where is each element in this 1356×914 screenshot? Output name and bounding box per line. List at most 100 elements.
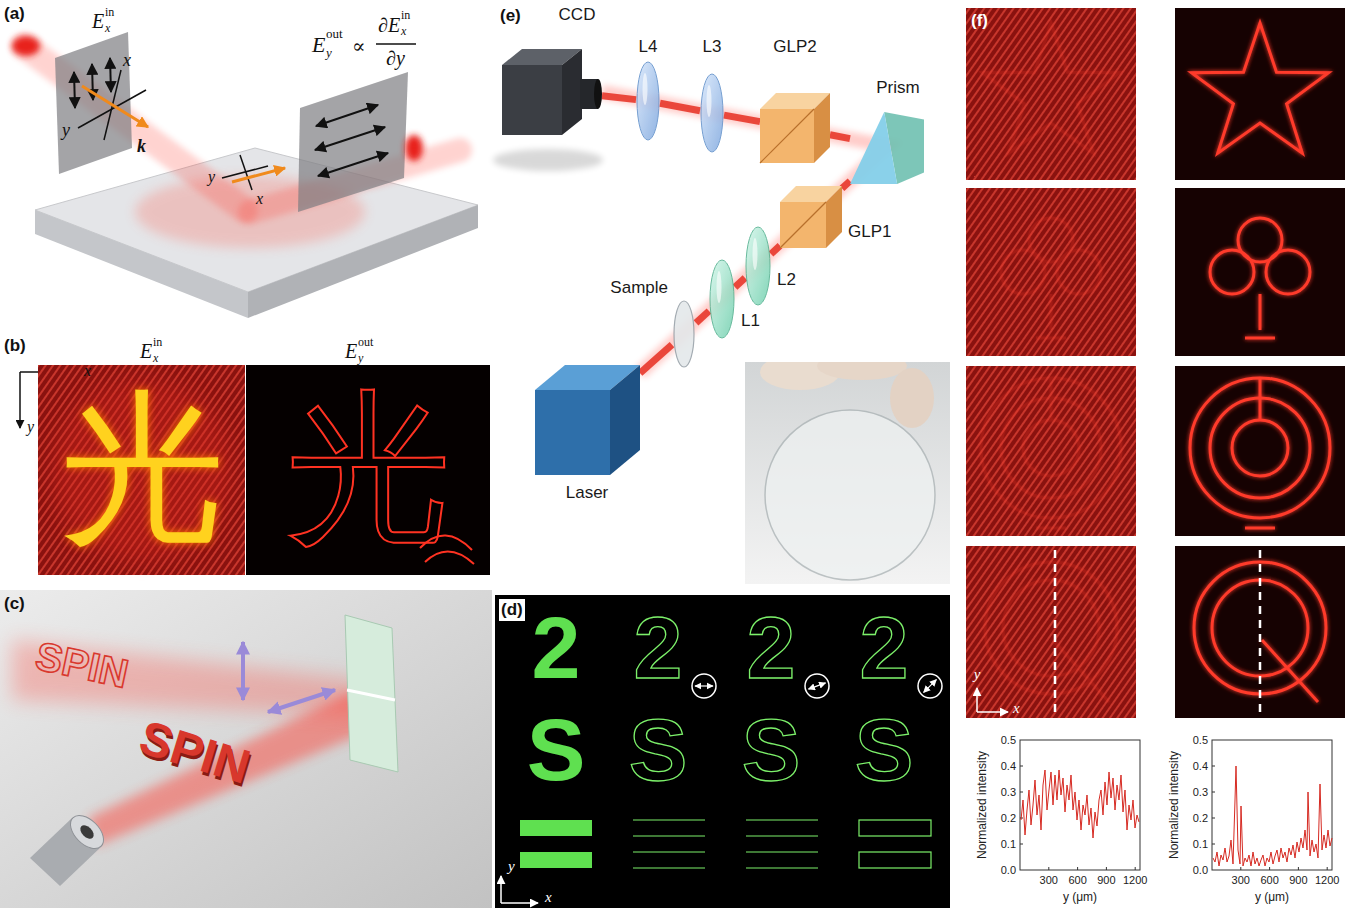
laser-tube [64, 809, 109, 854]
component-label: L3 [703, 37, 722, 57]
component-label: GLP1 [848, 222, 891, 242]
component-shape [502, 35, 602, 145]
laser-beam [771, 246, 780, 254]
tick-label: 0.2 [1001, 812, 1016, 824]
bar-pattern [520, 820, 592, 836]
polarization-arrow [241, 642, 245, 700]
laser-beam [842, 181, 850, 188]
bar-edges [859, 820, 931, 836]
proportional-sign-box: ∝ [352, 34, 366, 58]
bar-edges [746, 851, 818, 852]
digit-edge-pattern: S [629, 699, 688, 801]
tick-label: 0.1 [1193, 838, 1208, 850]
digit-edge-pattern: S [742, 699, 801, 801]
field-symbol-box: ∂E [378, 14, 400, 37]
axis-line [222, 166, 268, 178]
polarization-arrow [74, 72, 75, 108]
axis-label-box: y [208, 168, 215, 186]
edge-shapes [1192, 23, 1329, 153]
axis-title: y (μm) [1063, 890, 1097, 904]
panel-a-illustration [12, 32, 478, 318]
field-symbol: E [312, 32, 325, 58]
polarizer-cube [826, 186, 842, 248]
tick-label: 600 [1068, 874, 1086, 886]
tick-label: 0.4 [1001, 760, 1016, 772]
optical-component: GLP2 [760, 93, 830, 163]
axis-label-box: y [27, 418, 34, 436]
tick-label: 300 [1040, 874, 1058, 886]
tick-label: 0.0 [1193, 864, 1208, 876]
superscript: out [358, 335, 373, 350]
digit-edge-pattern: S [855, 699, 914, 801]
axis-title: Normalized intensity [975, 751, 989, 859]
tick-label: 1200 [1315, 874, 1339, 886]
digit-edge-pattern: 2 [860, 597, 909, 699]
laser-beam [660, 103, 700, 111]
polarizer-cube [780, 202, 826, 248]
sample-plate [345, 615, 398, 772]
tick-label: 0.2 [1193, 812, 1208, 824]
subscript: x [153, 351, 158, 366]
digit-pattern: 2 [532, 597, 581, 699]
optical-component: Laser [535, 365, 640, 475]
panel-e-illustration [493, 92, 950, 584]
tick-label-box: 0.3 [1001, 786, 1016, 798]
axis-arrow [19, 372, 21, 428]
component-label-box: CCD [559, 5, 596, 25]
polarization-arrow [110, 58, 111, 92]
tick-label-box: 300 [1040, 874, 1058, 886]
axis-label: y [27, 418, 34, 436]
tick-label: 0.4 [1193, 760, 1208, 772]
tick-label: 1200 [1123, 874, 1147, 886]
laser-body [535, 390, 610, 475]
intensity-profile [1213, 766, 1332, 866]
tick-label-box: 0.5 [1001, 734, 1016, 746]
axis-label: y [208, 168, 215, 186]
optical-component: L3 [700, 73, 724, 153]
image-ground [495, 595, 950, 908]
axis-title: y (μm) [1255, 890, 1289, 904]
tick-label-box: 900 [1289, 874, 1307, 886]
lens [701, 74, 723, 152]
field-symbol-box: E [345, 340, 357, 363]
component-label: L2 [777, 270, 796, 290]
laser-beam [830, 135, 850, 139]
panel-label: (f) [971, 11, 988, 31]
edge-shapes [1259, 294, 1262, 330]
tick-label-box: 0.0 [1001, 864, 1016, 876]
edge-image [1175, 546, 1345, 718]
axis-line [78, 90, 146, 128]
component-label: L4 [639, 37, 658, 57]
component-shape [780, 186, 842, 248]
panel-f-illustration [966, 8, 1345, 870]
axis-label: x [84, 362, 91, 380]
field-symbol: ∂y [386, 47, 405, 70]
tick-label: 0.3 [1193, 786, 1208, 798]
tick-label-box: 0.3 [1193, 786, 1208, 798]
axis-arrow [501, 902, 538, 904]
edge-shapes [1259, 378, 1262, 420]
input-image [966, 188, 1136, 356]
digit-edge-pattern-box: S [742, 699, 801, 801]
dial-arrow [809, 683, 826, 689]
component-label: Sample [610, 278, 668, 298]
component-label: Prism [876, 78, 919, 98]
polarizer-cube [814, 93, 830, 163]
wave-vector-arrow [232, 168, 285, 182]
superscript-box: out [358, 335, 373, 350]
panel-label: (d) [501, 600, 523, 620]
axis-label-box: x [545, 889, 552, 906]
subscript-box: x [153, 351, 158, 366]
axis-label: x [123, 50, 131, 71]
axis-arrow [500, 876, 502, 903]
tick-label-box: 0.4 [1001, 760, 1016, 772]
axis-title-box: y (μm) [1063, 890, 1097, 904]
panel-label-box: (c) [4, 594, 25, 614]
axis-label: y [508, 858, 515, 875]
superscript-box: out [326, 26, 343, 42]
digit-edge-pattern: 2 [747, 597, 796, 699]
tick-label-box: 1200 [1123, 874, 1147, 886]
panel-label: (e) [500, 6, 521, 26]
component-label-box: GLP2 [773, 37, 816, 57]
sample-disk [674, 301, 694, 367]
